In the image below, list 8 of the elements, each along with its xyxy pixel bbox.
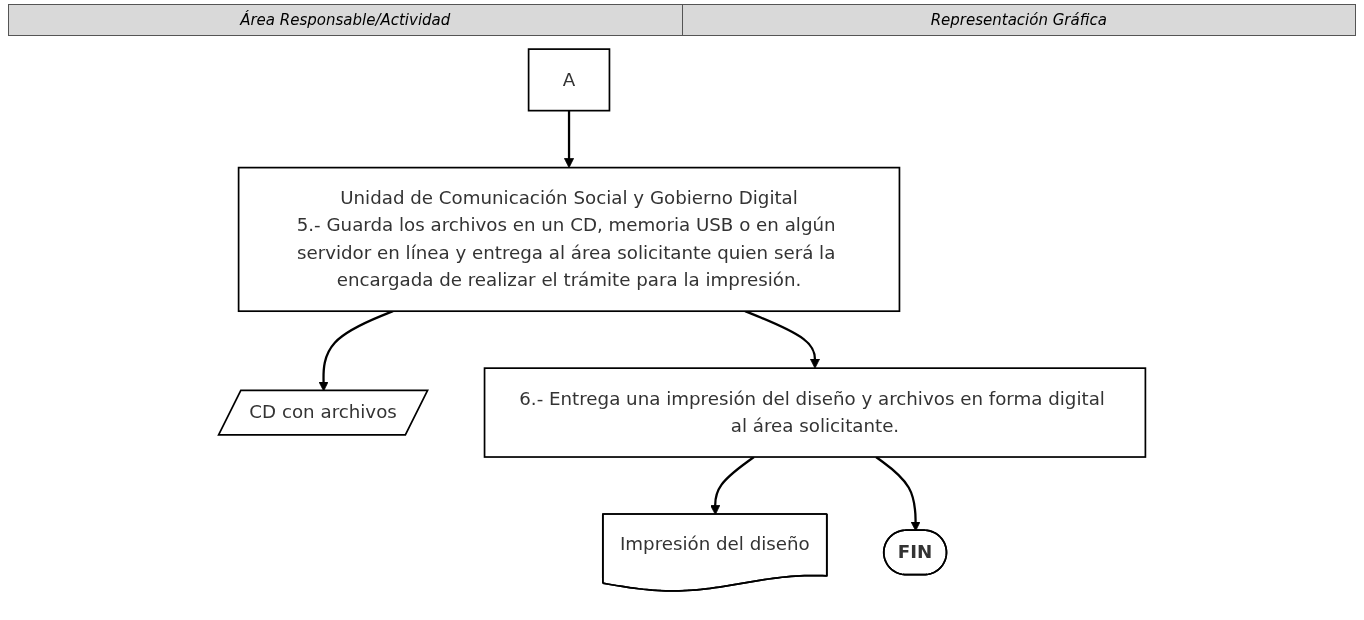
node-box: 6.- Entrega una impresión del diseño y archivos en forma digital al área solicitante. — [483, 367, 1147, 458]
arrow — [744, 310, 820, 369]
column-header: Área Responsable/Actividad — [238, 9, 452, 31]
arrow — [875, 456, 921, 532]
arrow — [564, 110, 575, 169]
node-box: Unidad de Comunicación Social y Gobierno Digital 5.- Guarda los archivos en un CD, memoria USB o en algún servidor en línea y entrega al área solicitante quien será la encargada de realizar el trámite para la impresión. — [237, 166, 901, 313]
column-header: Representación Gráfica — [681, 5, 1355, 35]
node-box: A — [527, 48, 611, 112]
